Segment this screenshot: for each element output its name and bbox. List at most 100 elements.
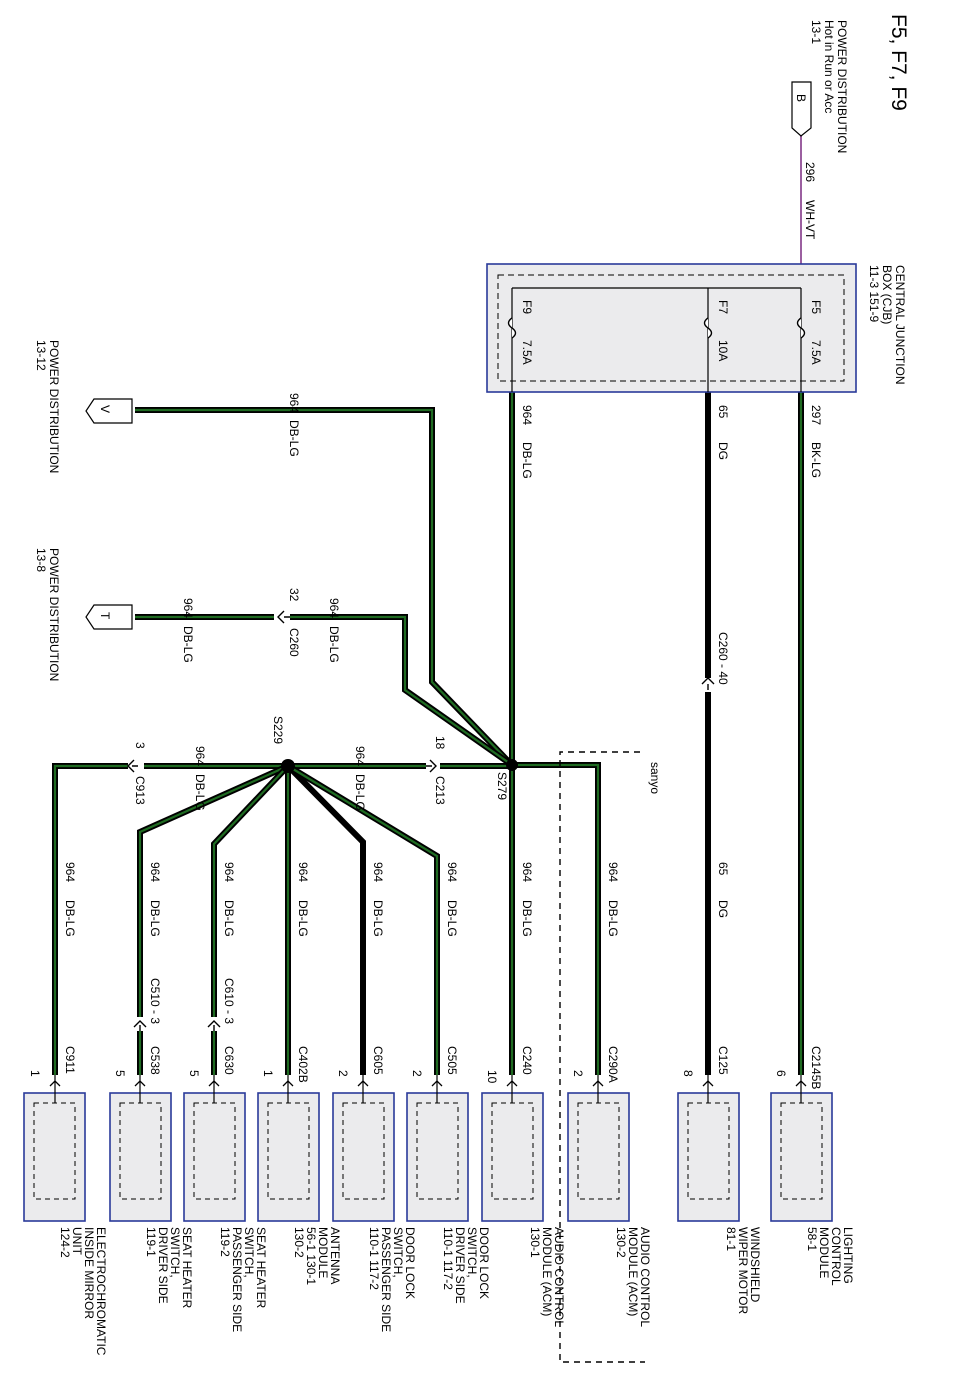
connector-t-label: T [98,612,112,620]
c913-label: C913 [133,776,147,805]
c510-symbol [133,1020,147,1031]
pd-t-line1: POWER DISTRIBUTION [47,548,61,681]
fuse-f9-id: F9 [520,300,534,314]
branch-8-pin: 8 [681,1070,695,1077]
branch-1-name2: SWITCH, [168,1227,182,1278]
branch-1-conn: C538 [148,1046,162,1075]
branch-8-name3: 81-1 [724,1227,738,1251]
wire-297-color: BK-LG [809,442,823,478]
component-seat-heater-passenger [183,1075,246,1222]
cjb-line2: BOX (CJB) [880,265,894,324]
splice-s279 [506,759,518,771]
branch-7-name3: 130-2 [614,1227,628,1258]
central-junction-box [486,263,857,393]
branch-5-pin: 2 [410,1070,424,1077]
branch-5-conn: C505 [445,1046,459,1075]
branch-3-conn: C402B [296,1046,310,1083]
branch-7-name2: MODULE (ACM) [626,1227,640,1316]
branch-5-circuit: 964 [445,862,459,882]
branch-6-name1: AUDIO CONTROL [552,1227,566,1327]
c913-pin: 3 [133,742,147,749]
branch-8-name2: WIPER MOTOR [736,1227,750,1314]
branch-1-pin: 5 [113,1070,127,1077]
branch-3-color: DB-LG [296,900,310,937]
sanyo-bracket [559,751,645,1363]
wire-s279-s229-circuit: 964 [353,746,367,766]
branch-5-name4: 110-1 117-2 [441,1227,455,1290]
branch-9-name2: CONTROL [829,1227,843,1286]
wire-964-c290a [512,762,601,1075]
branch-3-pin: 1 [261,1070,275,1077]
top-source-line2: Hot in Run or Acc [822,20,836,113]
branch-5-name3: DRIVER SIDE [453,1227,467,1304]
branch-9-conn: C2145B [809,1046,823,1089]
splice-s229 [281,759,295,773]
branch-0-name4: 124-2 [58,1227,72,1258]
component-seat-heater-driver [109,1075,172,1222]
connector-b-icon [791,81,812,137]
branch-6-name2: MODULE (ACM) [540,1227,554,1316]
branch-4-name3: PASSENGER SIDE [379,1227,393,1332]
branch-4-pin: 2 [336,1070,350,1077]
wire-964-v-circuit: 964 [287,393,301,413]
pd-v-line2: 13-12 [34,340,48,371]
splice-s279-label: S279 [495,772,509,800]
branch-2-pin: 5 [187,1070,201,1077]
wire-s229-c913-circuit: 964 [193,746,207,766]
branch-4-conn: C605 [371,1046,385,1075]
wire-296-circuit: 296 [803,162,817,182]
cjb-line1: CENTRAL JUNCTION [893,265,907,385]
page-title: F5, F7, F9 [887,14,910,111]
splice-s229-label: S229 [271,716,285,744]
branch-0-name3: UNIT [70,1227,84,1256]
fuse-f7-icon [703,317,713,339]
wire-65-color: DG [716,442,730,460]
branch-6-pin: 10 [485,1070,499,1084]
c610-symbol [207,1020,221,1031]
branch-3-circuit: 964 [296,862,310,882]
branch-9-name4: 58-1 [805,1227,819,1251]
cjb-line3: 11-3 151-9 [867,265,881,322]
c260-symbol [277,610,290,624]
wire-964-t [135,614,514,768]
branch-0-name2: INSIDE MIRROR [82,1227,96,1319]
branch-8-circuit: 65 [716,862,730,876]
component-boxes [23,1075,833,1222]
branch-6-name3: 130-1 [528,1227,542,1258]
wire-s229-c913-color: DB-LG [193,774,207,811]
component-acm-130-2 [567,1075,630,1222]
component-antenna-module [257,1075,320,1222]
c260-pin: 32 [287,588,301,602]
branch-4-color: DB-LG [371,900,385,937]
branch-4-circuit: 964 [371,862,385,882]
fuse-f7-id: F7 [716,300,730,314]
wire-297-circuit: 297 [809,405,823,425]
c213-symbol [426,759,437,773]
wire-964-c630 [211,763,291,1075]
branch-2-color: DB-LG [222,900,236,937]
top-source-line3: 13-1 [809,20,823,44]
connector-t-icon [85,604,133,630]
branch-2-conn: C630 [222,1046,236,1075]
fuse-f7-rating: 10A [716,340,730,361]
branch-3-name2: MODULE [316,1227,330,1278]
connector-b-label: B [794,94,808,102]
branch-4-name1: DOOR LOCK [403,1227,417,1299]
branch-3-name3: 56-1 130-1 [304,1227,318,1285]
branch-8-color: DG [716,900,730,918]
pd-t-line2: 13-8 [34,548,48,572]
c913-symbol [127,759,138,773]
top-source-line1: POWER DISTRIBUTION [835,20,849,153]
c260-40-label: C260 - 40 [716,632,730,685]
branch-5-name1: DOOR LOCK [477,1227,491,1299]
branch-3-name1: ANTENNA [328,1227,342,1284]
branch-3-name4: 130-2 [292,1227,306,1258]
branch-1-circuit: 964 [148,862,162,882]
wire-964-t-left-circuit: 964 [181,598,195,618]
branch-7-pin: 2 [571,1070,585,1077]
wire-964-c605 [285,763,366,1075]
branch-9-name1: LIGHTING [841,1227,855,1284]
pd-v-line1: POWER DISTRIBUTION [47,340,61,473]
